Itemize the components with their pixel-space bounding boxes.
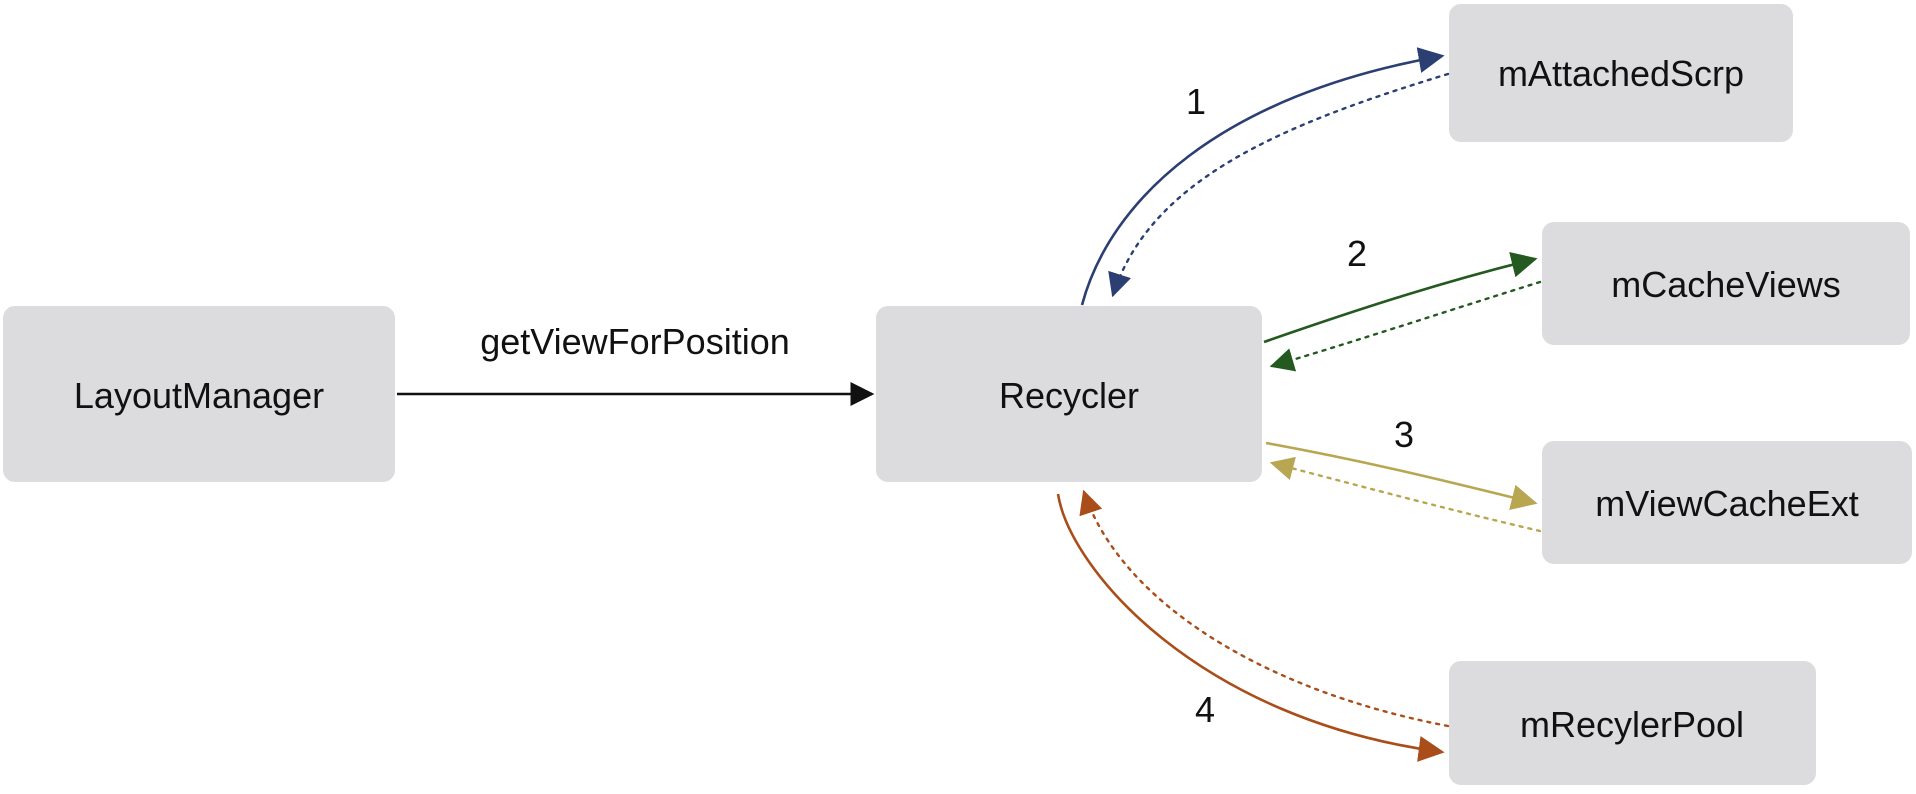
- cache-views-label: mCacheViews: [1611, 264, 1840, 305]
- step-3-label: 3: [1394, 414, 1414, 455]
- edge-get-view-for-position: getViewForPosition: [397, 321, 875, 406]
- step-1-label: 1: [1186, 81, 1206, 122]
- step-2-dotted-arrow: [1269, 280, 1542, 372]
- step-3-dotted-arrow: [1269, 456, 1542, 533]
- step-1-dotted-arrow: [1108, 72, 1450, 298]
- main-edge-label: getViewForPosition: [480, 321, 790, 362]
- step-2-label: 2: [1347, 233, 1367, 274]
- node-layout-manager: LayoutManager: [3, 306, 395, 482]
- edge-step-3: 3: [1265, 414, 1542, 533]
- step-4-solid-arrow: [1056, 493, 1445, 762]
- node-attached-scrap: mAttachedScrp: [1449, 4, 1793, 142]
- step-4-dotted-arrow: [1079, 489, 1450, 728]
- recycler-label: Recycler: [999, 375, 1139, 416]
- node-view-cache-ext: mViewCacheExt: [1542, 441, 1912, 564]
- edge-step-4: 4: [1056, 489, 1450, 762]
- attached-scrap-label: mAttachedScrp: [1498, 53, 1744, 94]
- step-3-solid-arrow: [1265, 441, 1538, 511]
- node-cache-views: mCacheViews: [1542, 222, 1910, 345]
- recycler-pool-label: mRecylerPool: [1520, 704, 1744, 745]
- layout-manager-label: LayoutManager: [74, 375, 324, 416]
- view-cache-ext-label: mViewCacheExt: [1595, 483, 1858, 524]
- edge-step-1: 1: [1080, 47, 1450, 306]
- step-1-solid-arrow: [1080, 47, 1445, 306]
- step-4-label: 4: [1195, 689, 1215, 730]
- node-recycler-pool: mRecylerPool: [1449, 661, 1816, 785]
- step-2-solid-arrow: [1263, 251, 1538, 344]
- edge-step-2: 2: [1263, 233, 1542, 372]
- node-recycler: Recycler: [876, 306, 1262, 482]
